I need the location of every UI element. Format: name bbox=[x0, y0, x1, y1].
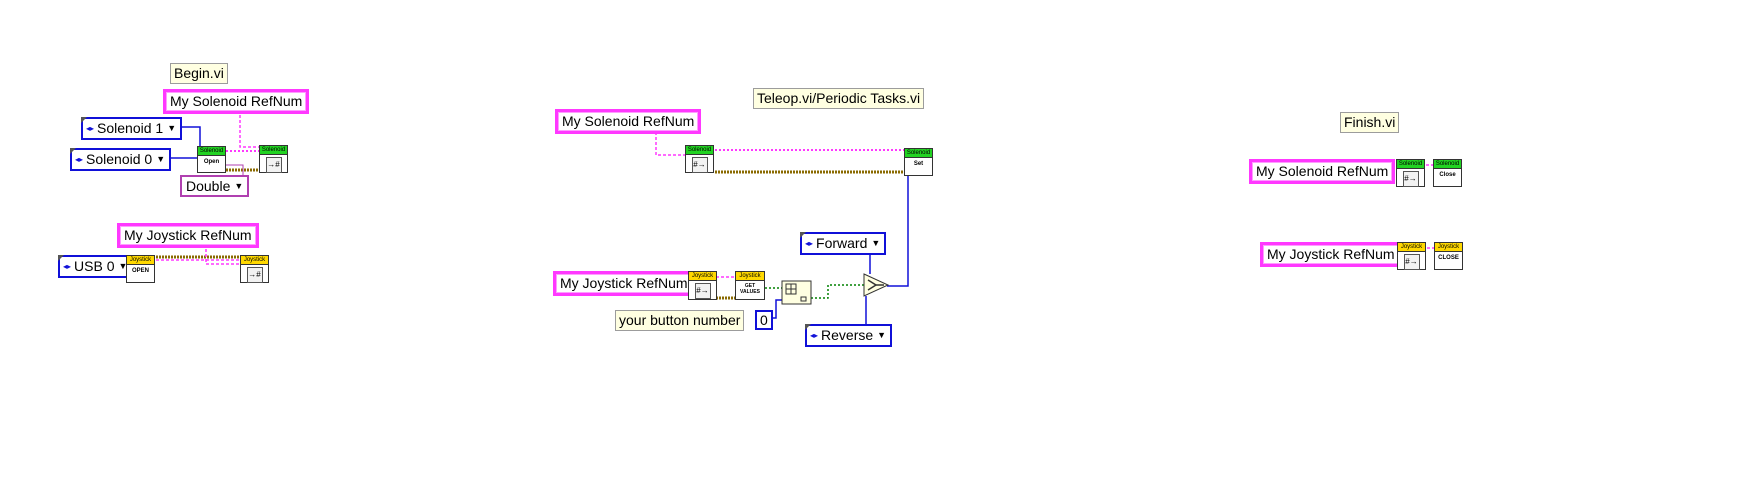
dropdown-icon: ▼ bbox=[871, 238, 881, 248]
forward-label: Forward bbox=[816, 235, 868, 251]
solenoid-set-header: Solenoid bbox=[905, 149, 932, 158]
joystick-values-text: GET VALUES bbox=[740, 283, 760, 295]
solenoid-0-label: Solenoid 0 bbox=[86, 151, 153, 167]
button-number-label: your button number bbox=[615, 310, 745, 331]
wire-ref-solenoid-begin bbox=[239, 110, 262, 148]
dropdown-icon: ▼ bbox=[118, 261, 128, 271]
refnum-read-icon: #→ bbox=[694, 283, 711, 299]
increment-icon: ◂▸ bbox=[75, 155, 84, 164]
finish-title: Finish.vi bbox=[1340, 112, 1400, 133]
solenoid-open-text: Open bbox=[203, 159, 220, 165]
solenoid-refnum-set-vi[interactable]: Solenoid →# bbox=[259, 145, 288, 173]
dropdown-icon: ▼ bbox=[234, 181, 244, 191]
solenoid-get-header: Solenoid bbox=[686, 146, 713, 155]
solenoid-set-text: Set bbox=[913, 161, 924, 167]
wire-joy-ref-begin bbox=[205, 244, 242, 265]
solenoid-1-label: Solenoid 1 bbox=[97, 120, 164, 136]
teleop-title: Teleop.vi/Periodic Tasks.vi bbox=[753, 88, 925, 109]
joystick-open-vi[interactable]: Joystick OPEN bbox=[126, 255, 155, 283]
increment-icon: ◂▸ bbox=[63, 262, 72, 271]
solenoid-refnum-get-vi[interactable]: Solenoid #→ bbox=[685, 145, 714, 173]
finish-joystick-refnum[interactable]: My Joystick RefNum bbox=[1260, 242, 1402, 267]
begin-joystick-refnum[interactable]: My Joystick RefNum bbox=[117, 223, 259, 248]
select-icon[interactable] bbox=[862, 272, 890, 298]
increment-icon: ◂▸ bbox=[86, 124, 95, 133]
teleop-joystick-refnum[interactable]: My Joystick RefNum bbox=[553, 271, 695, 296]
solenoid-close-vi[interactable]: Solenoid Close bbox=[1433, 159, 1462, 187]
begin-solenoid-refnum[interactable]: My Solenoid RefNum bbox=[163, 89, 310, 114]
joystick-close-text: CLOSE bbox=[1438, 255, 1459, 261]
index-array-node[interactable] bbox=[781, 280, 813, 306]
zero-constant[interactable]: 0 bbox=[755, 310, 773, 330]
double-label: Double bbox=[186, 178, 231, 194]
finish-solenoid-get-header: Solenoid bbox=[1397, 160, 1424, 169]
wire-solenoid1-open bbox=[174, 126, 201, 148]
forward-enum[interactable]: ◂▸Forward▼ bbox=[800, 232, 887, 255]
reverse-enum[interactable]: ◂▸Reverse▼ bbox=[805, 324, 893, 347]
joystick-open-header: Joystick bbox=[127, 256, 154, 265]
dropdown-icon: ▼ bbox=[167, 123, 177, 133]
refnum-write-icon: →# bbox=[246, 267, 263, 283]
joystick-refnum-set-vi[interactable]: Joystick →# bbox=[240, 255, 269, 283]
wire-zero-index bbox=[770, 299, 784, 319]
usb-enum[interactable]: ◂▸USB 0▼ bbox=[58, 255, 134, 278]
teleop-solenoid-refnum[interactable]: My Solenoid RefNum bbox=[555, 109, 702, 134]
increment-icon: ◂▸ bbox=[805, 239, 814, 248]
joystick-refnum-set-header: Joystick bbox=[241, 256, 268, 265]
reverse-label: Reverse bbox=[821, 327, 874, 343]
double-enum[interactable]: Double▼ bbox=[180, 175, 250, 197]
joystick-open-text: OPEN bbox=[131, 268, 149, 274]
joystick-get-values-vi[interactable]: Joystick GET VALUES bbox=[735, 271, 765, 300]
solenoid-set-vi[interactable]: Solenoid Set bbox=[904, 148, 933, 176]
increment-icon: ◂▸ bbox=[810, 331, 819, 340]
finish-joystick-get-header: Joystick bbox=[1398, 243, 1425, 252]
solenoid-close-header: Solenoid bbox=[1434, 160, 1461, 169]
wire-index-select bbox=[811, 284, 866, 299]
joystick-close-vi[interactable]: Joystick CLOSE bbox=[1434, 242, 1463, 270]
wire-select-set bbox=[887, 175, 909, 287]
refnum-write-icon: →# bbox=[265, 157, 282, 173]
solenoid-0-enum[interactable]: ◂▸Solenoid 0▼ bbox=[70, 148, 172, 171]
dropdown-icon: ▼ bbox=[877, 330, 887, 340]
finish-solenoid-refnum[interactable]: My Solenoid RefNum bbox=[1249, 159, 1396, 184]
begin-title: Begin.vi bbox=[170, 63, 228, 84]
solenoid-open-vi[interactable]: Solenoid Open bbox=[197, 146, 226, 173]
joystick-get-header: Joystick bbox=[689, 272, 716, 281]
solenoid-refnum-set-header: Solenoid bbox=[260, 146, 287, 155]
solenoid-open-header: Solenoid bbox=[198, 147, 225, 156]
joystick-values-header: Joystick bbox=[736, 272, 764, 281]
dropdown-icon: ▼ bbox=[156, 154, 166, 164]
finish-joystick-get-vi[interactable]: Joystick #→ bbox=[1397, 242, 1426, 270]
refnum-read-icon: #→ bbox=[1402, 171, 1419, 187]
wire-ref-solenoid-teleop bbox=[655, 132, 688, 156]
usb-label: USB 0 bbox=[74, 258, 115, 274]
solenoid-close-text: Close bbox=[1439, 172, 1456, 178]
solenoid-1-enum[interactable]: ◂▸Solenoid 1▼ bbox=[81, 117, 183, 140]
joystick-refnum-get-vi[interactable]: Joystick #→ bbox=[688, 271, 717, 300]
refnum-read-icon: #→ bbox=[1403, 254, 1420, 270]
refnum-read-icon: #→ bbox=[691, 157, 708, 173]
joystick-close-header: Joystick bbox=[1435, 243, 1462, 252]
finish-solenoid-get-vi[interactable]: Solenoid #→ bbox=[1396, 159, 1425, 187]
